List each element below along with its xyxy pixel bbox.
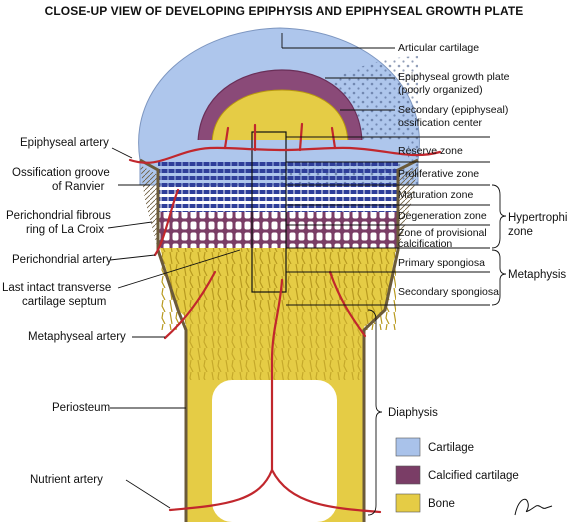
label-provisional-calc: Zone of provisional bbox=[398, 227, 487, 239]
brace-metaphysis bbox=[491, 249, 507, 306]
legend-label-cartilage: Cartilage bbox=[428, 442, 474, 454]
label-ossification-groove-2: of Ranvier bbox=[52, 181, 105, 193]
leaders-left bbox=[107, 147, 241, 509]
label-metaphyseal-artery: Metaphyseal artery bbox=[28, 331, 126, 343]
label-growth-plate-2: (poorly organized) bbox=[398, 84, 483, 96]
label-perichondrial-ring-2: ring of La Croix bbox=[26, 224, 104, 236]
label-perichondrial-ring: Perichondrial fibrous bbox=[6, 210, 111, 222]
epiphyseal-artery-right bbox=[278, 146, 442, 157]
legend: Cartilage Calcified cartilage Bone bbox=[395, 437, 519, 513]
label-primary-spongiosa: Primary spongiosa bbox=[398, 257, 485, 269]
perichondrial-ring-right bbox=[362, 158, 419, 522]
label-proliferative-zone: Proliferative zone bbox=[398, 168, 479, 180]
proliferative-zone bbox=[158, 162, 398, 212]
label-secondary-center-2: ossification center bbox=[398, 117, 483, 129]
label-nutrient-artery: Nutrient artery bbox=[30, 474, 103, 486]
label-secondary-spongiosa: Secondary spongiosa bbox=[398, 286, 499, 298]
hypertrophic-zone bbox=[158, 212, 398, 248]
label-secondary-center: Secondary (epiphyseal) bbox=[398, 104, 508, 116]
epiphyseal-branch-4 bbox=[330, 126, 337, 150]
artist-signature bbox=[514, 498, 553, 516]
metaphyseal-artery-left bbox=[163, 270, 217, 340]
label-hypertrophic: Hypertrophic bbox=[508, 212, 568, 224]
label-diaphysis: Diaphysis bbox=[388, 407, 438, 419]
label-metaphysis: Metaphysis bbox=[508, 269, 566, 281]
label-last-septum-2: cartilage septum bbox=[22, 296, 106, 308]
perichondrial-ring bbox=[139, 158, 188, 522]
ossification-groove-right bbox=[398, 165, 418, 250]
label-periosteum: Periosteum bbox=[52, 402, 110, 414]
legend-swatch-bone bbox=[395, 493, 421, 513]
label-perichondrial-artery: Perichondrial artery bbox=[12, 254, 112, 266]
leaders-right bbox=[281, 33, 490, 306]
legend-swatch-cartilage bbox=[395, 437, 421, 457]
diaphysis-texture bbox=[186, 310, 364, 380]
label-epiphyseal-artery: Epiphyseal artery bbox=[20, 137, 109, 149]
label-articular-cartilage: Articular cartilage bbox=[398, 42, 479, 54]
legend-label-bone: Bone bbox=[428, 498, 455, 510]
label-maturation-zone: Maturation zone bbox=[398, 189, 473, 201]
arteries bbox=[128, 122, 442, 514]
label-growth-plate: Epiphyseal growth plate bbox=[398, 71, 510, 83]
label-provisional-calc-2: calcification bbox=[398, 238, 452, 250]
label-reserve-zone: Reserve zone bbox=[398, 145, 463, 157]
label-last-septum: Last intact transverse bbox=[2, 282, 111, 294]
legend-swatch-calcified bbox=[395, 465, 421, 485]
brace-hypertrophic bbox=[491, 184, 507, 249]
secondary-ossification-center bbox=[211, 89, 349, 146]
legend-label-calcified: Calcified cartilage bbox=[428, 470, 519, 482]
perichondrial-artery bbox=[153, 188, 180, 257]
epiphyseal-branch-1 bbox=[223, 126, 230, 150]
label-hypertrophic-2: zone bbox=[508, 226, 533, 238]
marrow-cavity bbox=[212, 380, 337, 522]
label-degeneration-zone: Degeneration zone bbox=[398, 210, 487, 222]
ossification-groove bbox=[140, 165, 158, 250]
nutrient-artery-branch bbox=[270, 468, 382, 514]
closeup-box bbox=[251, 131, 287, 293]
label-ossification-groove: Ossification groove bbox=[12, 167, 110, 179]
metaphyseal-artery-right bbox=[328, 270, 367, 338]
brace-diaphysis bbox=[367, 309, 383, 516]
figure-title: CLOSE-UP VIEW OF DEVELOPING EPIPHYSIS AN… bbox=[44, 4, 524, 18]
